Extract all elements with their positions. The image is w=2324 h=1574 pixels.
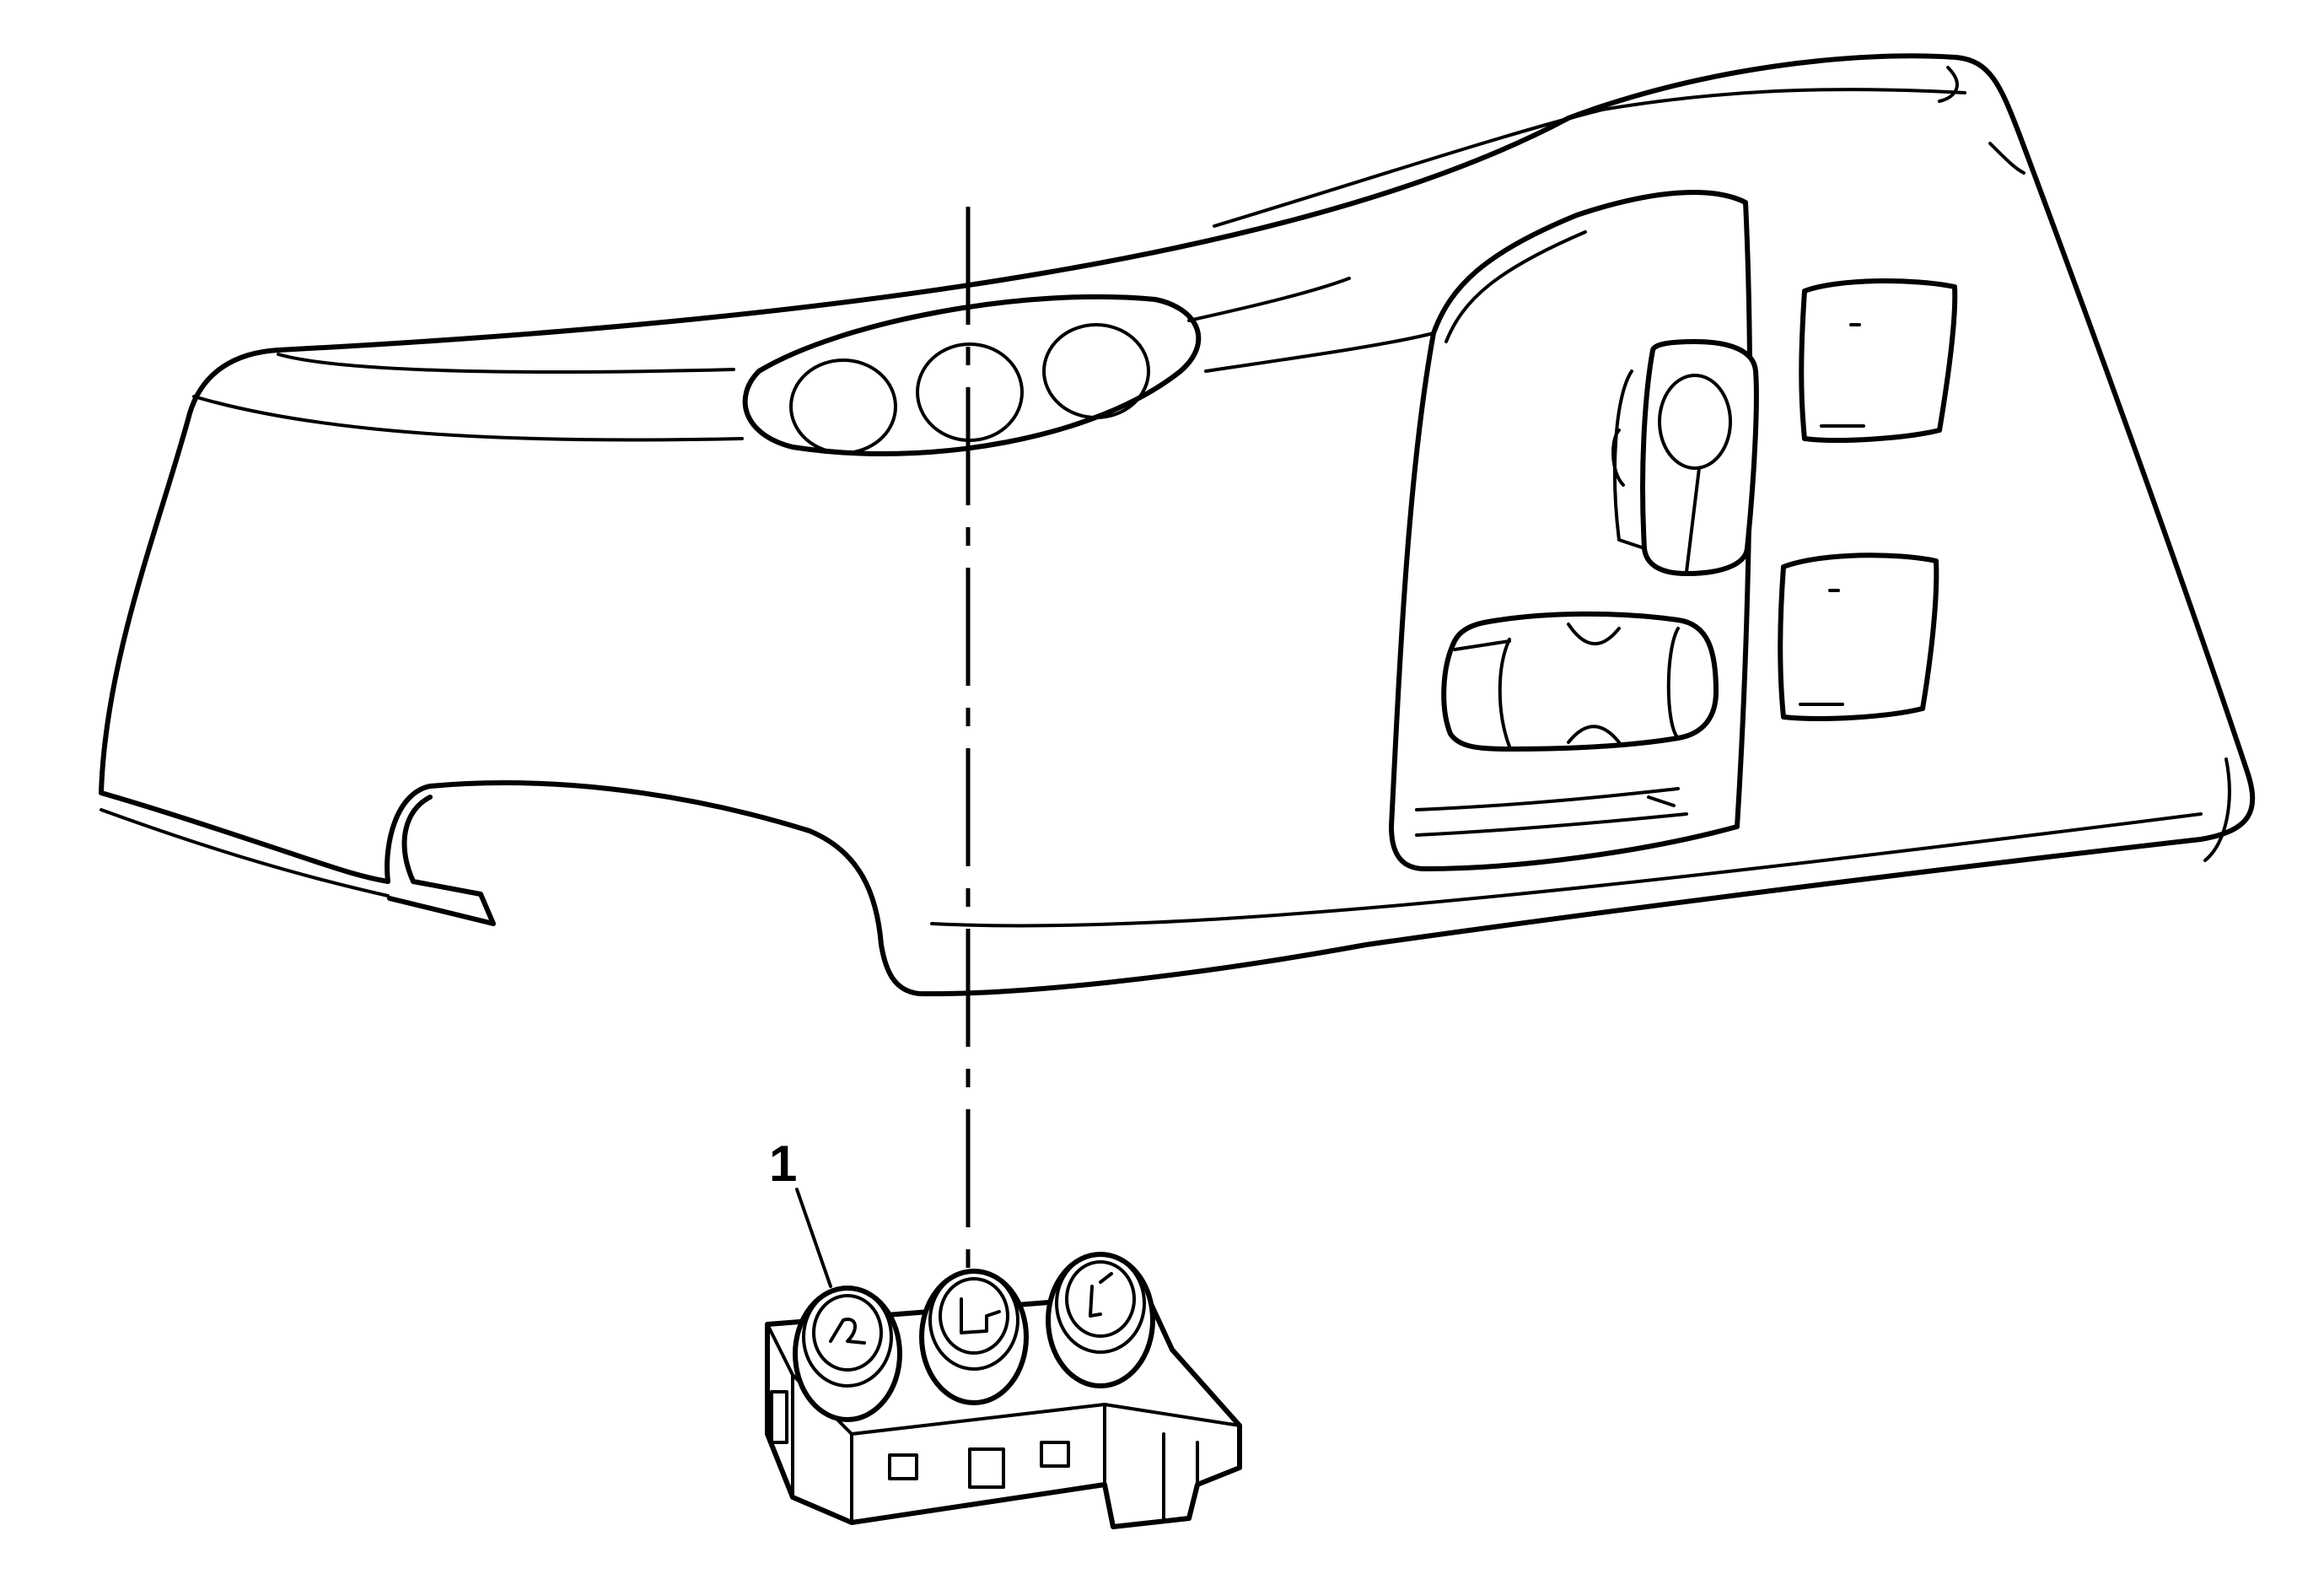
lamp-bezel [742, 294, 1202, 456]
seat-switch-panel [1389, 190, 1958, 871]
switch-knob-left [793, 1286, 902, 1422]
switch-knob-center [919, 1269, 1029, 1405]
leader-line [795, 1188, 832, 1288]
trim-panel [99, 53, 2256, 997]
seat-cushion-switch [1441, 611, 1719, 752]
lens-right [1042, 323, 1150, 419]
switch-knob-right [1046, 1252, 1155, 1388]
lens-left [789, 358, 897, 455]
callout-1: 1 [769, 1135, 832, 1288]
aux-button-upper [1799, 278, 1958, 443]
seatback-switch [1611, 339, 1759, 576]
callout-label: 1 [769, 1135, 797, 1192]
switch-assembly [765, 1252, 1242, 1529]
aux-button-lower [1778, 553, 1939, 721]
